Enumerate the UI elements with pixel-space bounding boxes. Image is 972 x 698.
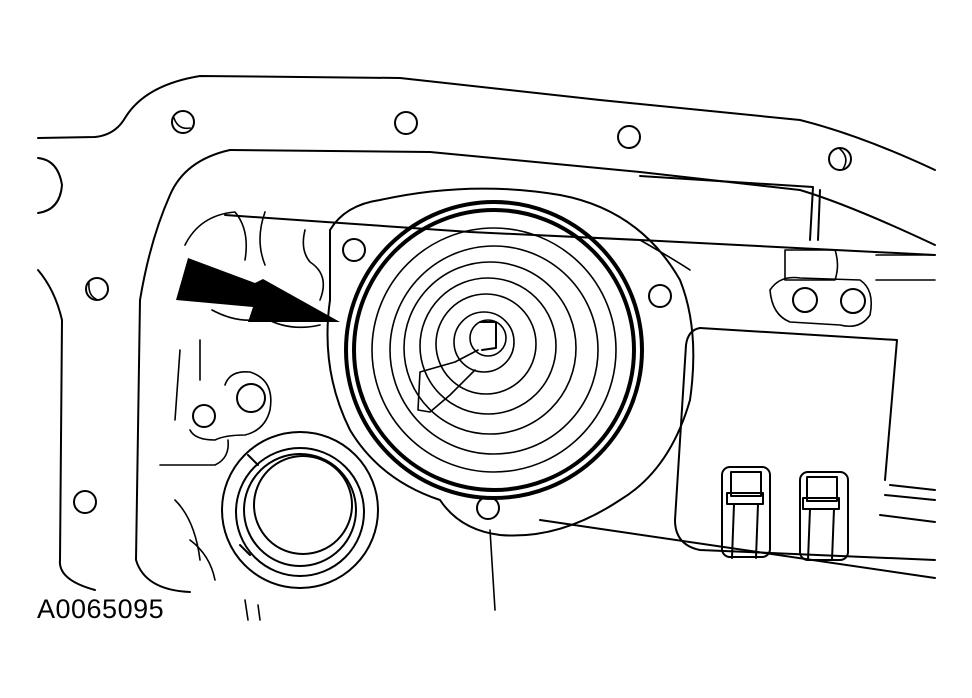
case-outline (37, 75, 936, 593)
bolt-holes (73, 110, 866, 520)
callout-arrow (176, 258, 340, 322)
figure-reference-id: A0065095 (37, 594, 165, 624)
fitting-bore (221, 431, 379, 589)
servo-cover (326, 187, 695, 537)
valve-body-cover (539, 327, 936, 579)
casting-contours (159, 211, 936, 621)
